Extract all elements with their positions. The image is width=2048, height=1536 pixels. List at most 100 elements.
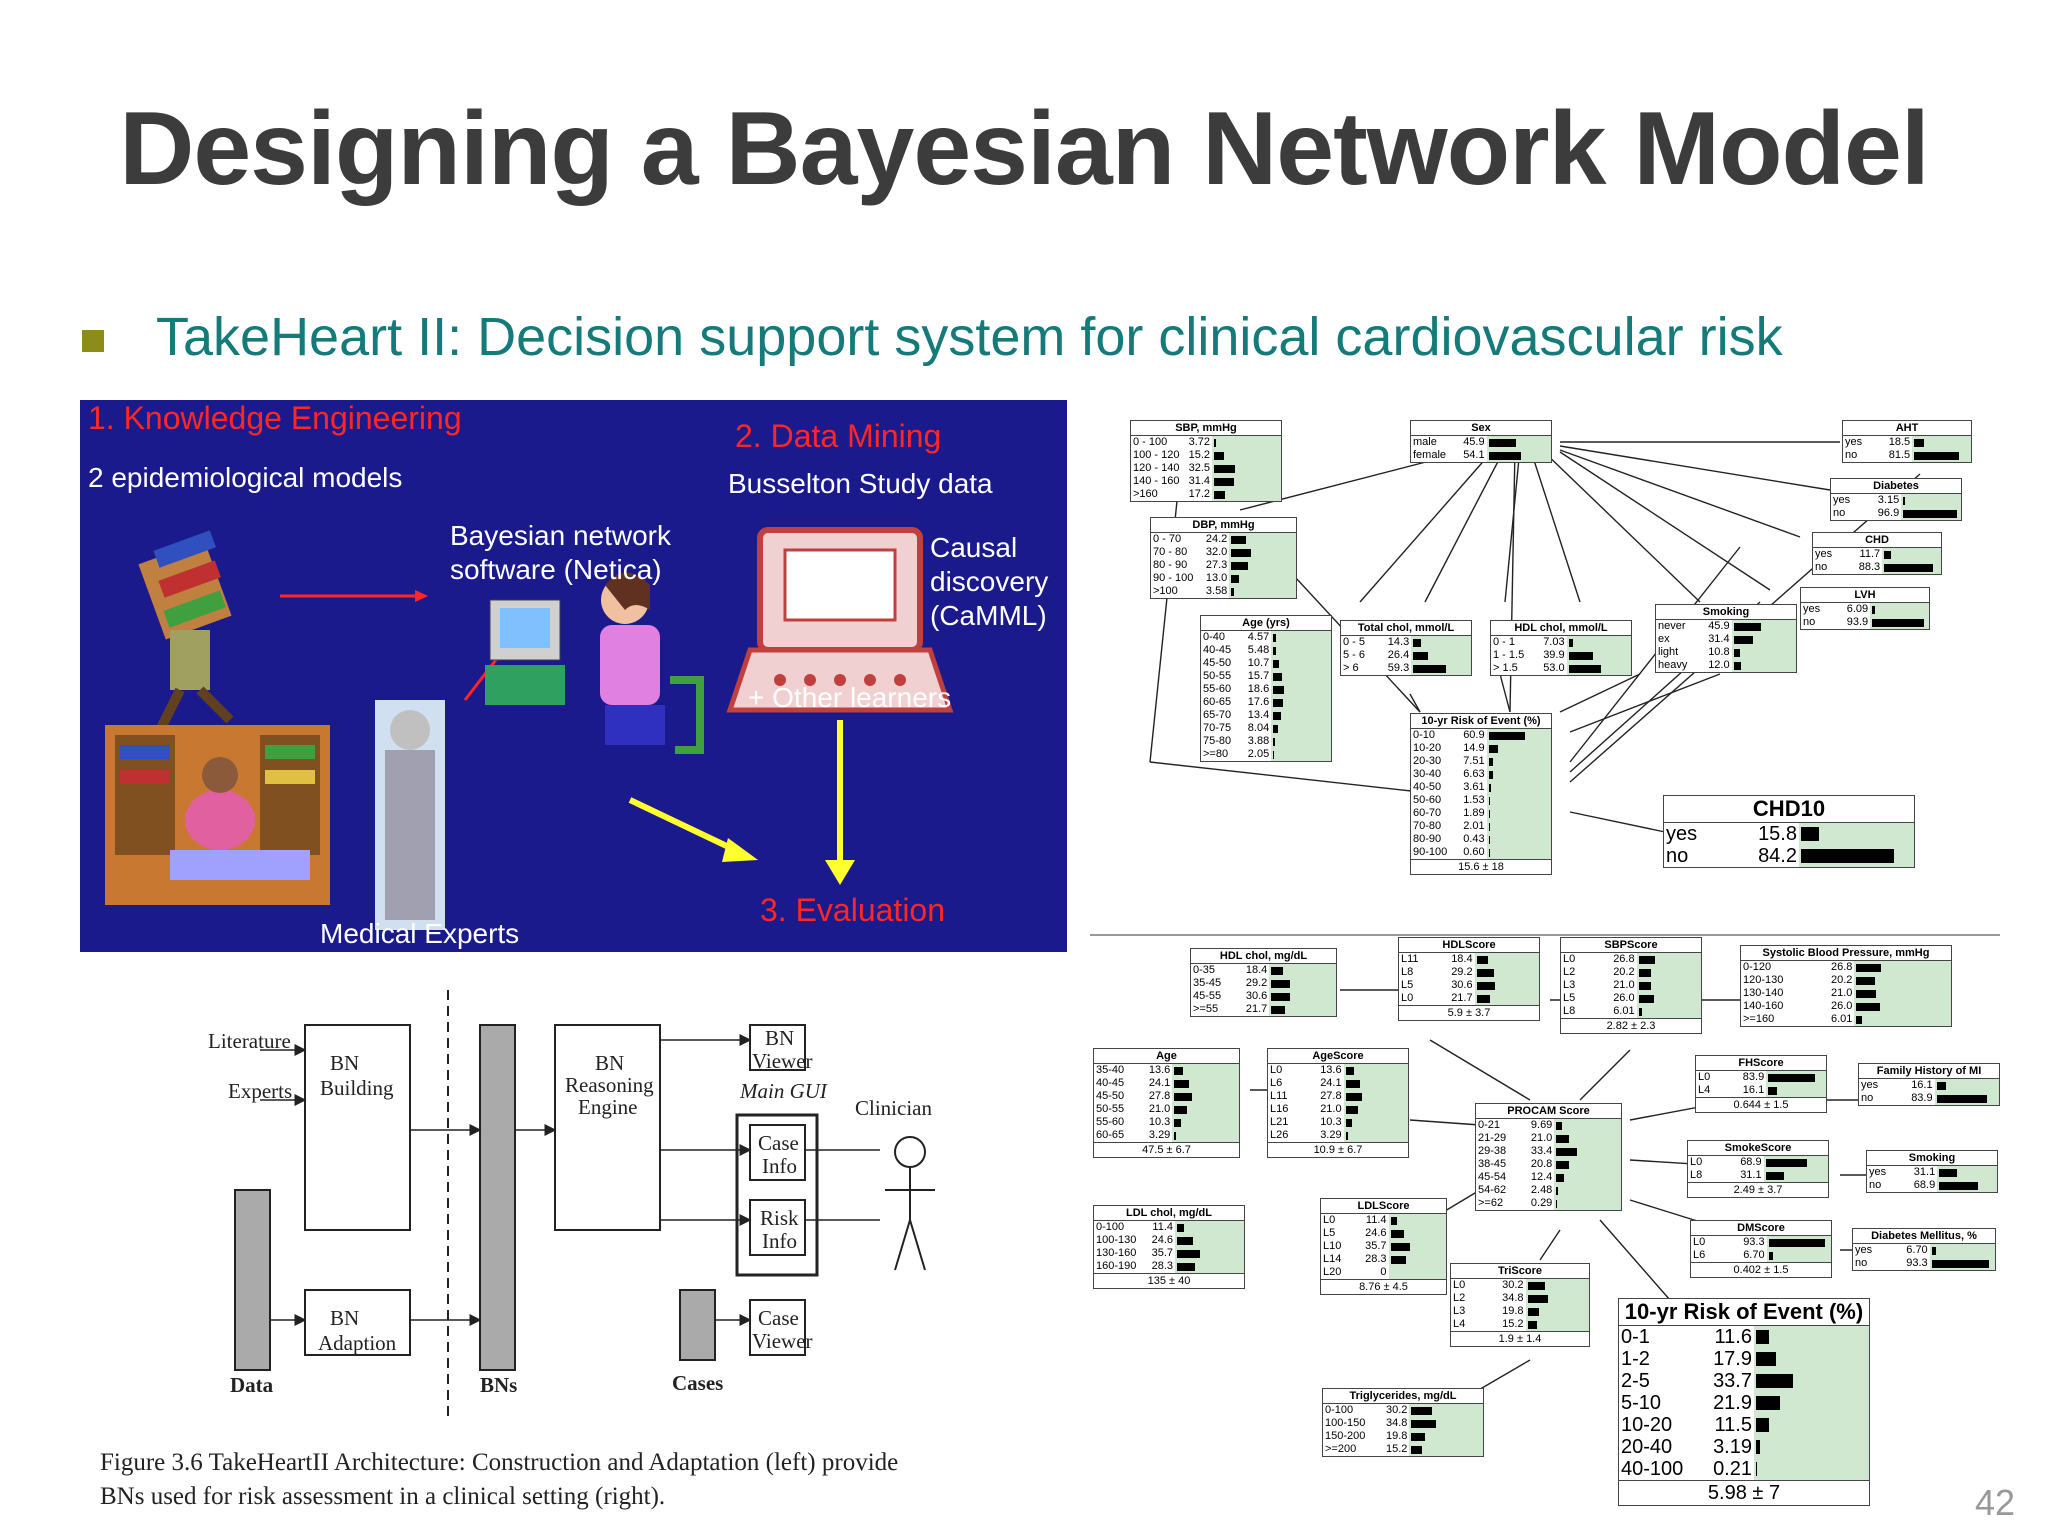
node-title: PROCAM Score: [1476, 1104, 1621, 1119]
bn-adaption-label-2: Adaption: [318, 1331, 397, 1355]
probability-bar: [1936, 1081, 1947, 1090]
probability-bar: [1214, 464, 1236, 473]
figure-caption: Figure 3.6 TakeHeartII Architecture: Con…: [100, 1446, 1060, 1514]
node-title: 10-yr Risk of Event (%): [1619, 1299, 1869, 1326]
probability-bar: [1231, 561, 1249, 570]
node-footer: 5.9 ± 3.7: [1399, 1005, 1539, 1020]
bn-software-label-2: software (Netica): [450, 554, 662, 585]
probability-bar: [1884, 563, 1933, 572]
probability-bar: [1856, 1002, 1881, 1011]
case-viewer-label-1: Case: [758, 1306, 799, 1330]
probability-bar: [1214, 451, 1224, 460]
bn-software-label-1: Bayesian network: [450, 520, 672, 551]
causal-label-1: Causal: [930, 532, 1018, 563]
probability-bar: [1556, 1121, 1563, 1130]
probability-bar: [1177, 1236, 1193, 1245]
probability-bar: [1476, 955, 1488, 964]
bns-label: BNs: [480, 1373, 517, 1397]
probability-bar: [1488, 822, 1490, 831]
node-footer: 135 ± 40: [1094, 1273, 1244, 1288]
probability-bar: [1756, 1352, 1776, 1366]
probability-bar: [1733, 661, 1741, 670]
node-title: AHT: [1843, 421, 1971, 436]
case-viewer-label-2: Viewer: [752, 1329, 813, 1353]
probability-bar: [1174, 1105, 1188, 1114]
node-title: AgeScore: [1268, 1049, 1408, 1064]
probability-bar: [1903, 496, 1905, 505]
computer-user-figure: [485, 572, 704, 754]
probability-bar: [1273, 659, 1280, 668]
probability-bar: [1638, 955, 1655, 964]
network-divider: [1090, 934, 2000, 936]
probability-bar: [1931, 1246, 1936, 1255]
node-title: Age: [1094, 1049, 1239, 1064]
probability-bar: [1411, 1406, 1433, 1415]
probability-bar: [1488, 809, 1490, 818]
node-title: LDL chol, mg/dL: [1094, 1206, 1244, 1221]
probability-bar: [1177, 1223, 1185, 1232]
probability-bar: [1638, 968, 1651, 977]
probability-bar: [1488, 757, 1494, 766]
node-title: Triglycerides, mg/dL: [1323, 1389, 1483, 1404]
other-learners-label: + Other learners: [748, 682, 952, 713]
bn-building-label-1: BN: [330, 1051, 359, 1075]
probability-bar: [1488, 731, 1526, 740]
causal-label-2: discovery: [930, 566, 1049, 597]
node-title: Total chol, mmol/L: [1341, 621, 1471, 636]
probability-bar: [1345, 1118, 1352, 1127]
node-title: HDLScore: [1399, 938, 1539, 953]
data-mining-label: 2. Data Mining: [735, 418, 942, 454]
probability-bar: [1556, 1173, 1565, 1182]
